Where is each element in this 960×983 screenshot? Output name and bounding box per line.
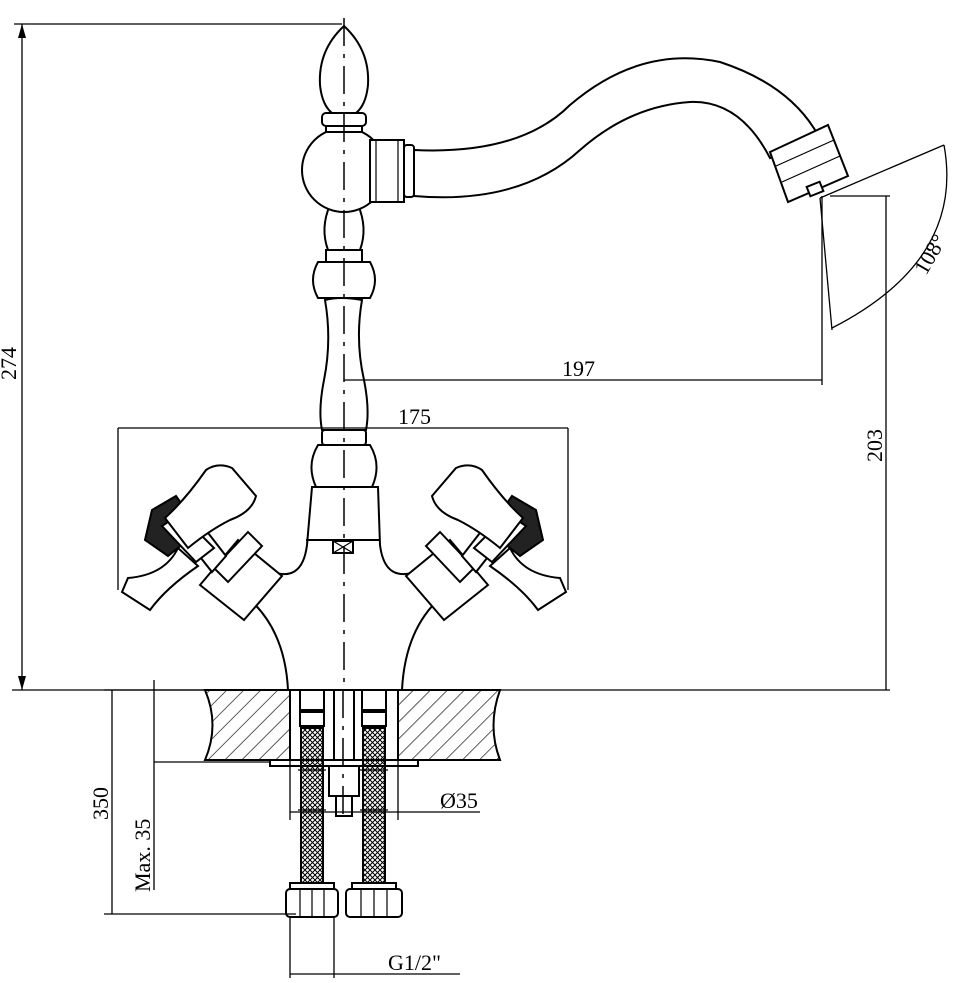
swivel-angle-label: 108°	[909, 230, 952, 279]
left-cross-handle	[120, 464, 284, 622]
thread-size-label: G1/2"	[388, 950, 441, 975]
right-hose-nut	[345, 882, 403, 918]
hole-diameter-label: Ø35	[440, 788, 478, 813]
left-hose-nut	[285, 882, 339, 918]
right-cross-handle	[404, 464, 568, 622]
max-thickness-label: Max. 35	[130, 819, 155, 892]
dimension-lines	[12, 23, 948, 978]
hose-length-label: 350	[88, 787, 113, 820]
spout-reach-label: 197	[562, 356, 595, 381]
supply-hoses	[285, 689, 403, 918]
handle-span-label: 175	[398, 404, 431, 429]
outlet-height-label: 203	[862, 429, 887, 462]
spout	[369, 57, 850, 204]
total-height-label: 274	[0, 347, 21, 380]
